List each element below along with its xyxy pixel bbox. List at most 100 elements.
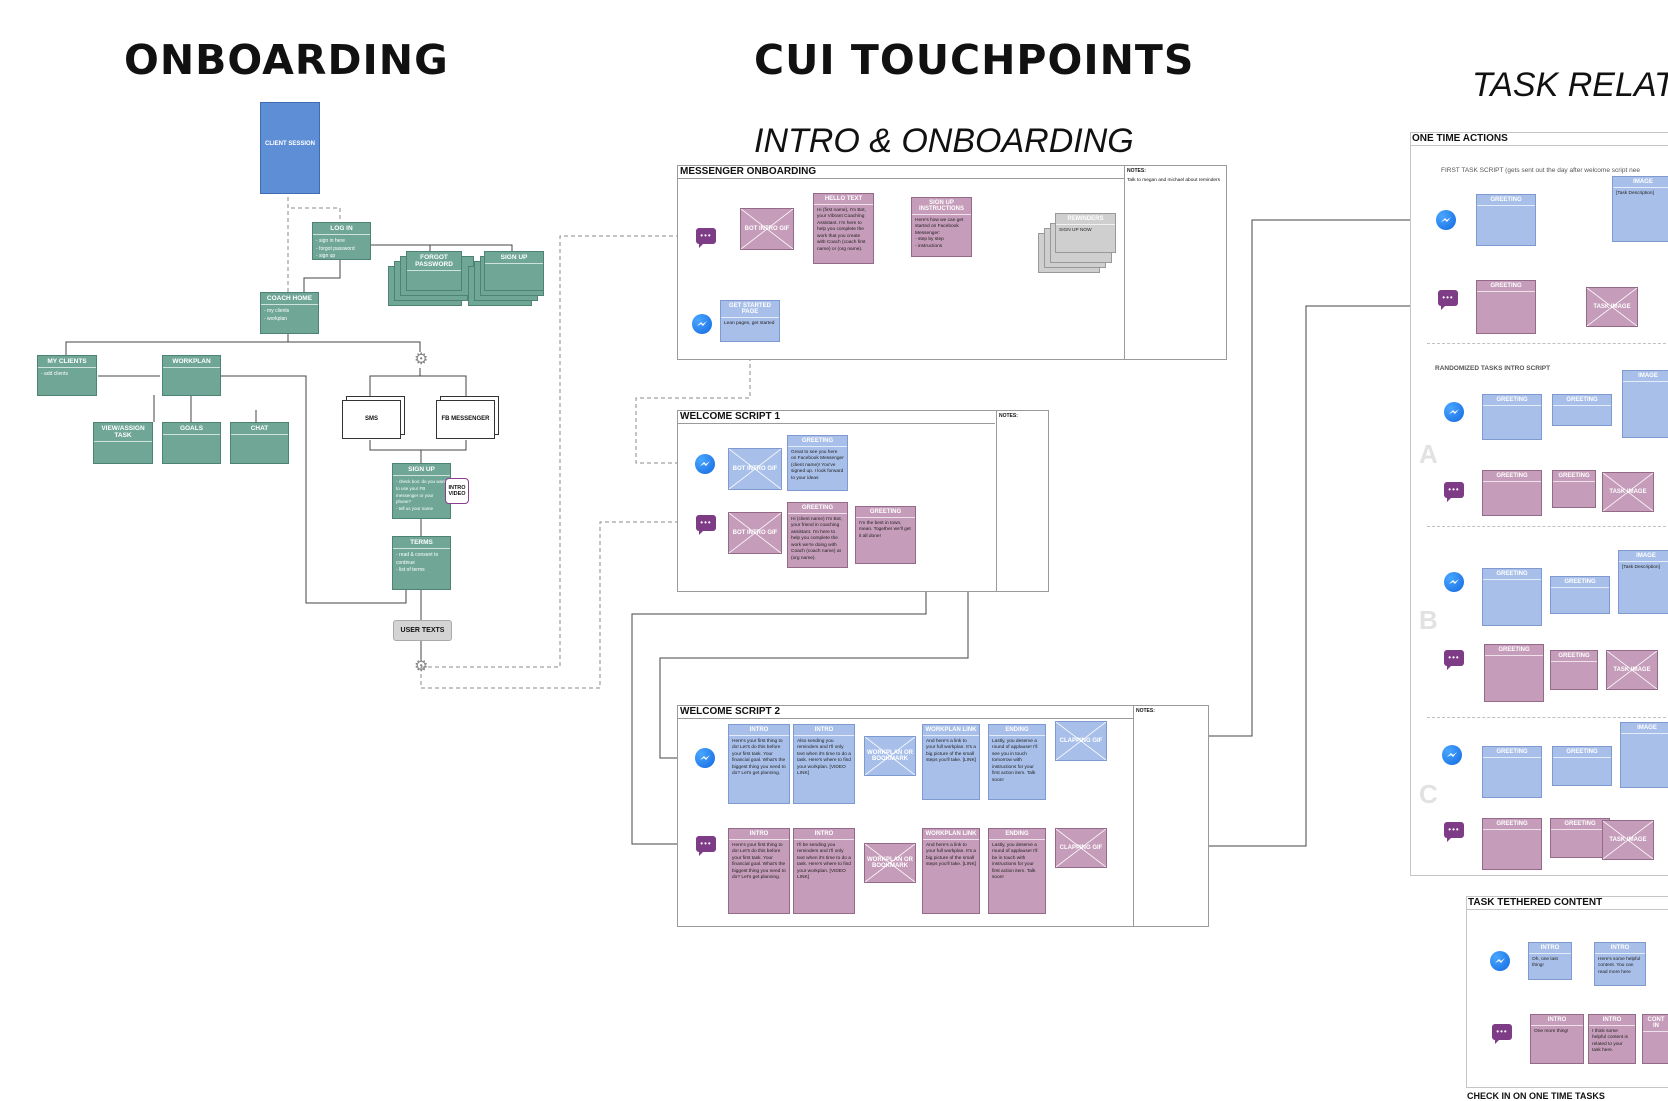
image-label: WORKPLAN OR BOOKMARK bbox=[867, 750, 913, 762]
log-in-body: - sign in here - forgot password - sign … bbox=[316, 238, 355, 259]
card-title: GREETING bbox=[1483, 395, 1541, 406]
frame-divider bbox=[678, 423, 995, 424]
greeting-card: GREETING bbox=[1552, 394, 1612, 426]
content-card: CONT IN bbox=[1642, 1014, 1668, 1064]
bot-intro-gif-label: BOT INTRO GIF bbox=[732, 530, 778, 536]
card-body: And here's a link to your full workplan.… bbox=[926, 843, 976, 868]
card-title: INTRO bbox=[1529, 943, 1571, 954]
image-label: CLAPPING GIF bbox=[1059, 845, 1103, 851]
bot-intro-gif-image: BOT INTRO GIF bbox=[740, 208, 794, 250]
welcome-script-1-title: WELCOME SCRIPT 1 bbox=[680, 411, 781, 422]
card-title: INTRO bbox=[794, 829, 854, 840]
randomized-label: RANDOMIZED TASKS INTRO SCRIPT bbox=[1435, 365, 1551, 372]
task-image: TASK IMAGE bbox=[1602, 472, 1654, 512]
notes-body: Talk to megan and michael about reminder… bbox=[1127, 178, 1221, 183]
card-title: IMAGE bbox=[1619, 551, 1668, 562]
chat-node[interactable]: CHAT bbox=[230, 422, 289, 464]
hello-text-card: HELLO TEXT Hi (first name), I'm Bot, you… bbox=[813, 193, 874, 264]
card-title: IMAGE bbox=[1623, 371, 1668, 382]
ending-card: ENDING Lastly, you deserve a round of ap… bbox=[988, 828, 1046, 914]
card-body: I'll be sending you reminders and I'll o… bbox=[797, 843, 851, 881]
card-title: CONT IN bbox=[1643, 1015, 1668, 1032]
coach-home-title: COACH HOME bbox=[261, 293, 318, 305]
clapping-gif-image: CLAPPING GIF bbox=[1055, 828, 1107, 868]
card-body: Also sending you reminders and I'll only… bbox=[797, 739, 851, 777]
goals-title: GOALS bbox=[163, 423, 220, 435]
bot-intro-gif-label: BOT INTRO GIF bbox=[732, 466, 778, 472]
image-label: WORKPLAN OR BOOKMARK bbox=[867, 857, 913, 869]
ws2-intro-card: INTRO Here's your first thing to do! Let… bbox=[728, 724, 790, 804]
card-body: Here's your first thing to do! Let's do … bbox=[732, 739, 786, 777]
welcome-script-2-title: WELCOME SCRIPT 2 bbox=[680, 706, 781, 717]
forgot-password-node[interactable]: FORGOT PASSWORD bbox=[406, 251, 462, 291]
messenger-icon bbox=[695, 748, 715, 768]
chat-bubble-icon: ••• bbox=[1444, 822, 1464, 842]
image-card: IMAGE bbox=[1620, 722, 1668, 788]
greeting-body: I'm the best in town, mean. Together we'… bbox=[859, 521, 911, 539]
messenger-icon bbox=[1442, 745, 1462, 765]
card-title: GREETING bbox=[1483, 747, 1541, 758]
sms-node[interactable]: SMS bbox=[342, 400, 401, 439]
workplan-node[interactable]: WORKPLAN bbox=[162, 355, 221, 396]
intro-card: INTRO I think some helpful content is re… bbox=[1588, 1014, 1636, 1064]
greeting-card: GREETING bbox=[1484, 644, 1544, 702]
hello-text-title: HELLO TEXT bbox=[814, 194, 873, 205]
section-divider bbox=[1427, 343, 1668, 344]
messenger-icon bbox=[695, 454, 715, 474]
card-title: ENDING bbox=[989, 725, 1045, 736]
sign-up-node[interactable]: SIGN UP bbox=[484, 251, 544, 291]
task-image: TASK IMAGE bbox=[1586, 287, 1638, 327]
greeting-title: GREETING bbox=[788, 436, 847, 447]
view-assign-task-node[interactable]: VIEW/ASSIGN TASK bbox=[93, 422, 153, 464]
card-body: Here's some helpful content. You can rea… bbox=[1598, 957, 1641, 975]
messenger-icon bbox=[1490, 951, 1510, 971]
first-task-script-label: FIRST TASK SCRIPT (gets sent out the day… bbox=[1441, 167, 1640, 174]
goals-node[interactable]: GOALS bbox=[162, 422, 221, 464]
user-texts-node[interactable]: USER TEXTS bbox=[393, 620, 452, 641]
sign-up-details-node[interactable]: SIGN UP - check box: do you want to use … bbox=[392, 463, 451, 519]
card-body: One more thing! bbox=[1534, 1029, 1569, 1034]
card-title: INTRO bbox=[794, 725, 854, 736]
greeting-card: GREETING bbox=[1476, 194, 1536, 246]
welcome-script-1-frame: WELCOME SCRIPT 1 NOTES: bbox=[677, 410, 1049, 592]
sign-up-instructions-title: SIGN UP INSTRUCTIONS bbox=[912, 198, 971, 215]
chat-title: CHAT bbox=[231, 423, 288, 435]
coach-home-node[interactable]: COACH HOME - my clients - workplan bbox=[260, 292, 319, 334]
workplan-bookmark-image: WORKPLAN OR BOOKMARK bbox=[864, 736, 916, 776]
card-title: INTRO bbox=[729, 725, 789, 736]
client-session-node[interactable]: CLIENT SESSION bbox=[260, 102, 320, 194]
intro-video-node[interactable]: INTRO VIDEO bbox=[445, 478, 469, 504]
log-in-title: LOG IN bbox=[313, 223, 370, 235]
sign-up-details-title: SIGN UP bbox=[393, 464, 450, 476]
messenger-icon bbox=[692, 314, 712, 334]
card-body: [Task Description] bbox=[1622, 565, 1660, 570]
card-title: GREETING bbox=[1477, 195, 1535, 206]
card-title: IMAGE bbox=[1613, 177, 1668, 188]
clapping-gif-image: CLAPPING GIF bbox=[1055, 721, 1107, 761]
card-title: GREETING bbox=[1551, 577, 1609, 588]
card-title: ENDING bbox=[989, 829, 1045, 840]
gear-icon: ⚙ bbox=[414, 351, 429, 368]
card-title: WORKPLAN LINK bbox=[923, 725, 979, 736]
my-clients-node[interactable]: MY CLIENTS - add clients bbox=[37, 355, 97, 396]
card-body: Lastly, you deserve a round of applause!… bbox=[992, 739, 1038, 783]
greeting-body: Hi (client name) I'm Bot, your friend in… bbox=[791, 517, 843, 561]
card-body: And here's a link to your full workplan.… bbox=[926, 739, 976, 764]
card-body: Lastly, you deserve a round of applause!… bbox=[992, 843, 1038, 881]
card-body: [Task Description] bbox=[1616, 191, 1654, 196]
greeting-card: GREETING bbox=[1482, 818, 1542, 870]
card-body: I think some helpful content is related … bbox=[1592, 1029, 1629, 1054]
image-label: TASK IMAGE bbox=[1609, 837, 1647, 843]
card-title: IMAGE bbox=[1621, 723, 1668, 734]
chat-bubble-icon: ••• bbox=[1444, 650, 1464, 670]
greeting-card: GREETING bbox=[1476, 280, 1536, 334]
frame-divider bbox=[1467, 909, 1668, 910]
image-card: IMAGE bbox=[1622, 370, 1668, 438]
fb-messenger-node[interactable]: FB MESSENGER bbox=[436, 400, 495, 439]
log-in-node[interactable]: LOG IN - sign in here - forgot password … bbox=[312, 222, 371, 260]
terms-node[interactable]: TERMS - read & consent to continue - lis… bbox=[392, 536, 451, 590]
sign-up-details-body: - check box: do you want to use your FB … bbox=[396, 479, 446, 511]
task-image: TASK IMAGE bbox=[1606, 650, 1658, 690]
ws2-intro-card: INTRO I'll be sending you reminders and … bbox=[793, 828, 855, 914]
card-title: GREETING bbox=[1551, 651, 1597, 662]
